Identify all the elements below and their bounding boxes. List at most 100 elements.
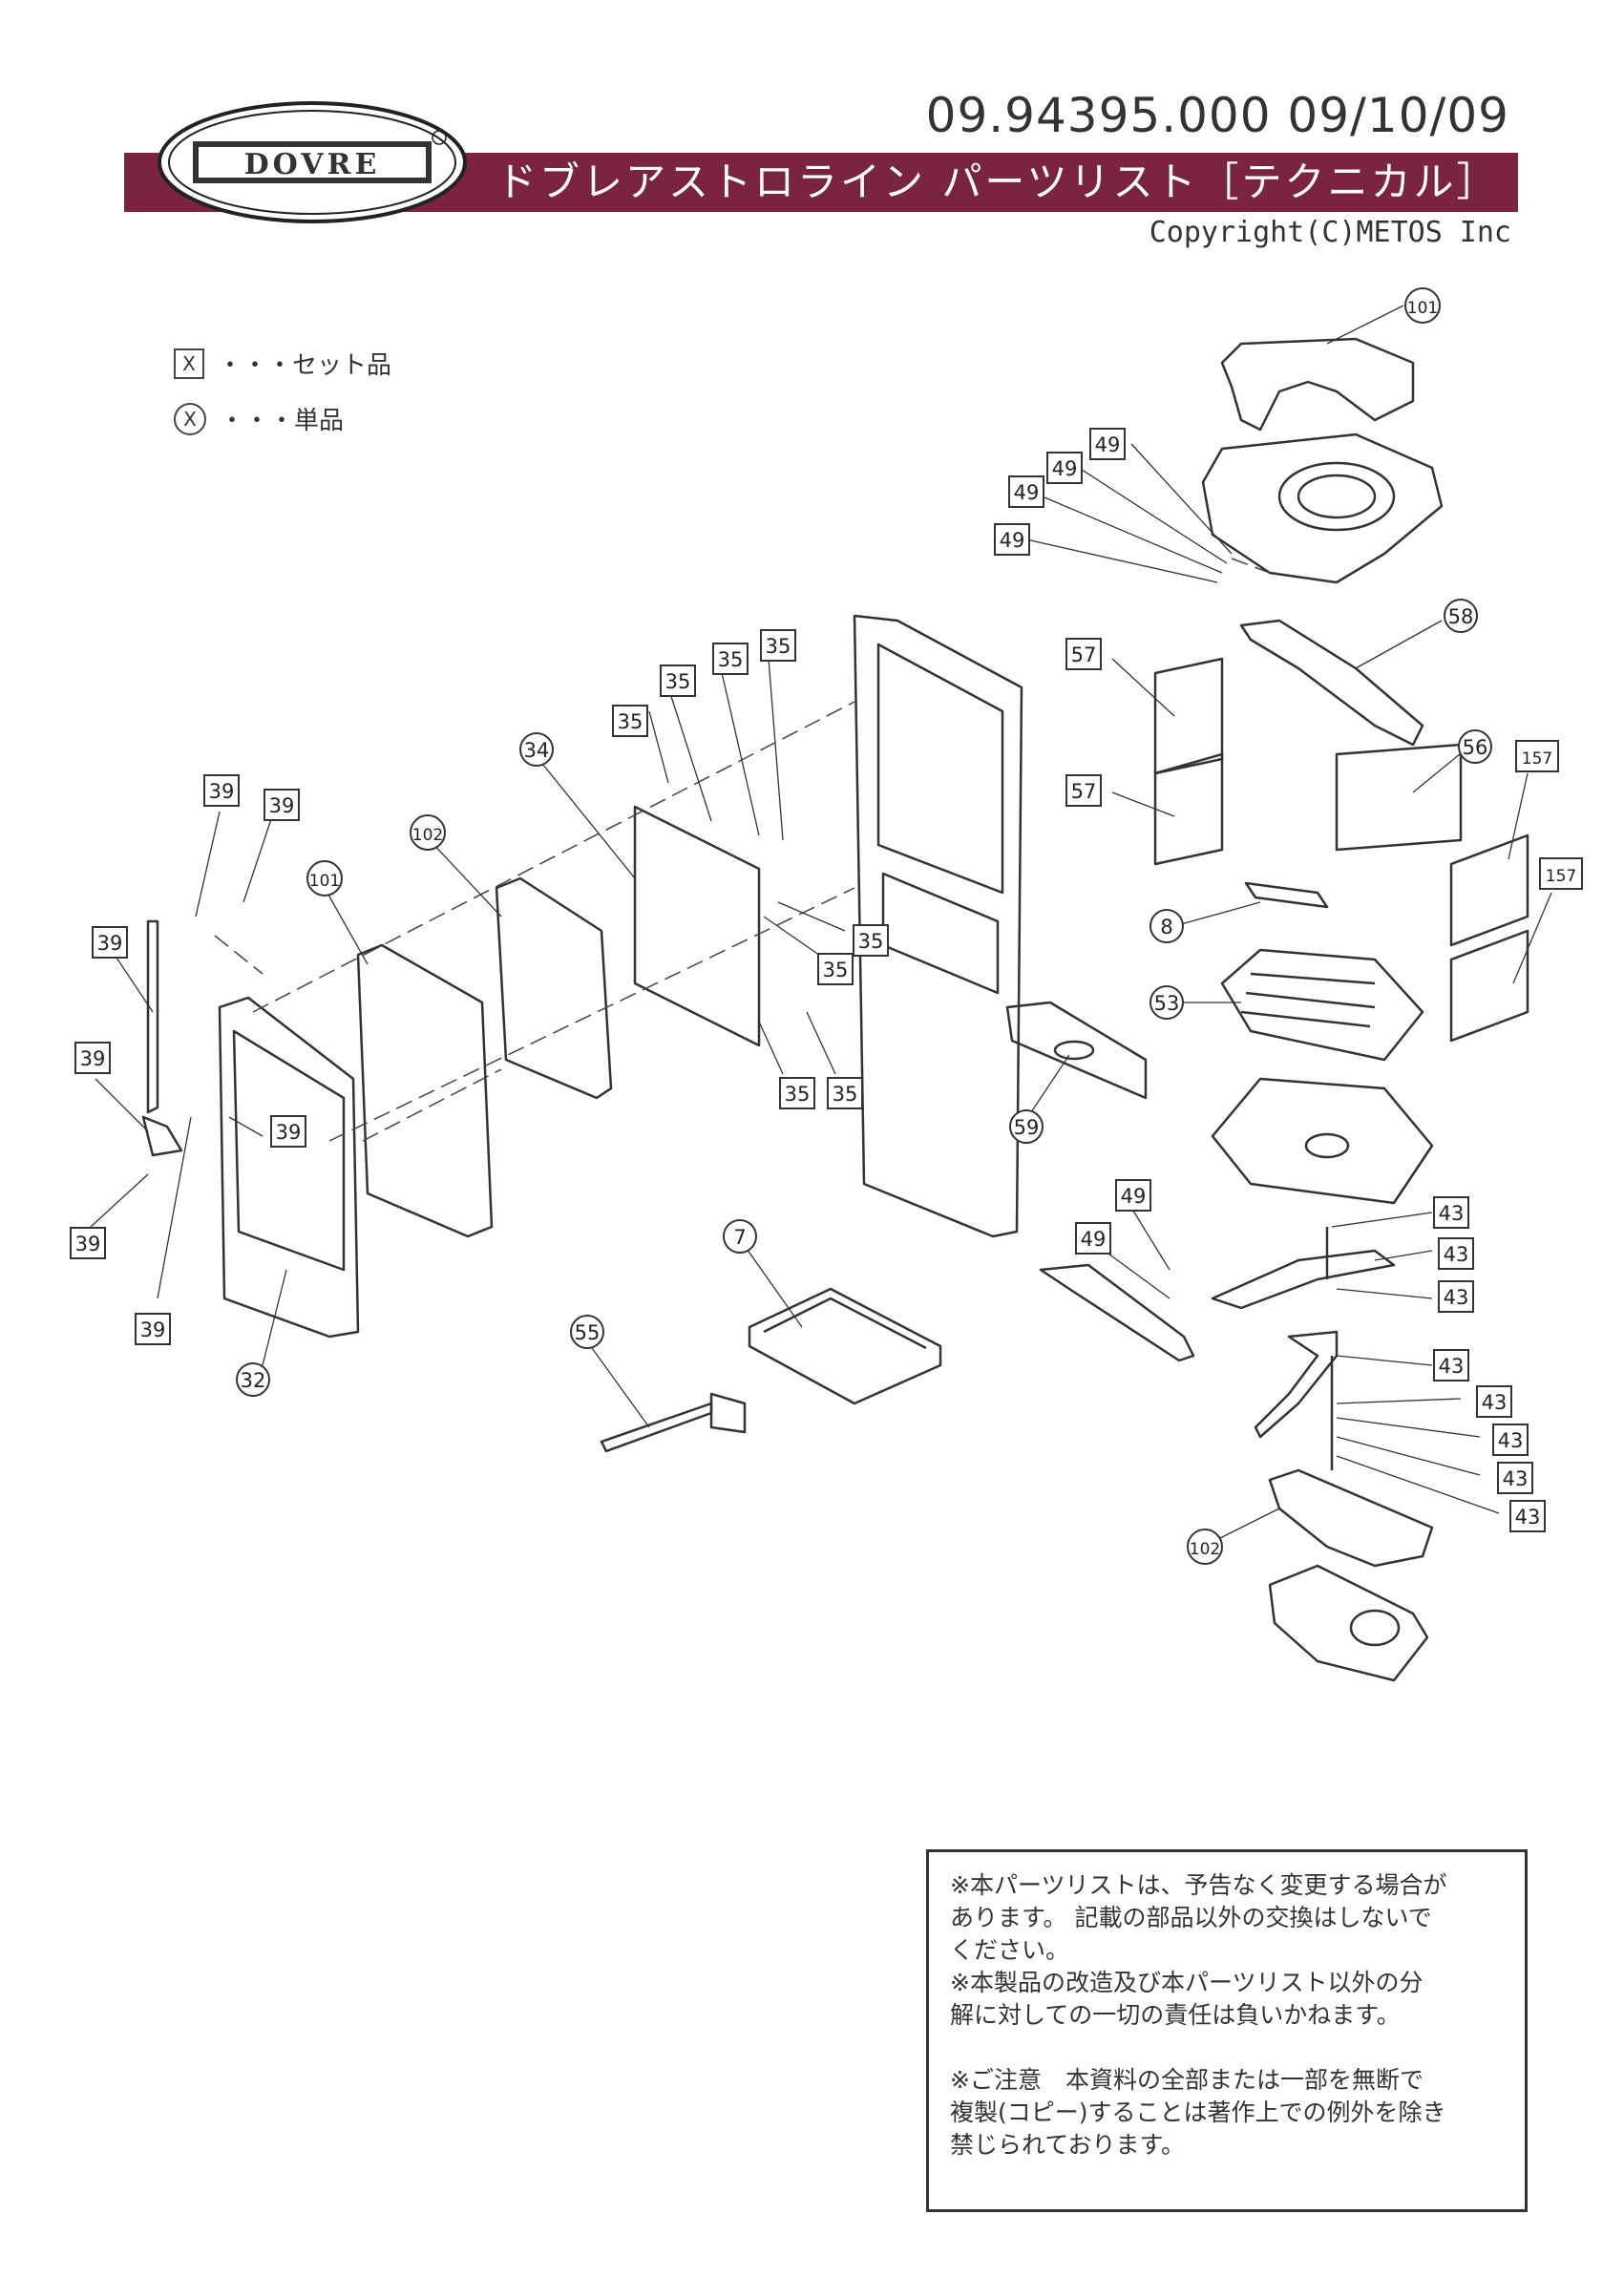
callout-circle bbox=[1187, 1529, 1223, 1565]
callout-box bbox=[70, 1227, 106, 1259]
callout-box bbox=[1115, 1179, 1151, 1212]
legend-single: X ・・・単品 bbox=[174, 401, 344, 436]
callout-43: 43 bbox=[1433, 1196, 1469, 1229]
callout-circle bbox=[1458, 729, 1492, 764]
callout-35: 35 bbox=[827, 1077, 863, 1109]
callout-label: 43 bbox=[1444, 1286, 1469, 1309]
callout-label: 35 bbox=[858, 930, 884, 953]
callout-157: 157 bbox=[1539, 857, 1583, 890]
callout-label: 57 bbox=[1071, 780, 1097, 803]
notice-line: あります。 記載の部品以外の交換はしないで bbox=[950, 1904, 1432, 1931]
top-gasket-101 bbox=[1220, 337, 1415, 432]
callout-label: 35 bbox=[665, 670, 691, 693]
callout-box bbox=[264, 789, 300, 821]
gasket-102 bbox=[495, 876, 613, 1100]
callout-49: 49 bbox=[1008, 475, 1044, 508]
brick-157-lower bbox=[1449, 929, 1529, 1043]
single-label: ・・・単品 bbox=[220, 407, 345, 435]
callout-57: 57 bbox=[1065, 638, 1102, 670]
callout-box bbox=[1515, 740, 1559, 772]
callout-55: 55 bbox=[570, 1315, 604, 1349]
callout-43: 43 bbox=[1509, 1500, 1546, 1532]
callout-label: 56 bbox=[1463, 736, 1488, 759]
gasket-101 bbox=[356, 943, 494, 1238]
notice-line: 禁じられております。 bbox=[950, 2131, 1186, 2159]
callout-circle bbox=[1149, 909, 1184, 943]
callout-102: 102 bbox=[410, 814, 446, 851]
callout-101: 101 bbox=[306, 860, 343, 896]
callout-label: 35 bbox=[833, 1083, 858, 1106]
callout-35: 35 bbox=[853, 924, 889, 957]
callout-box bbox=[1065, 638, 1102, 670]
callout-label: 53 bbox=[1154, 992, 1180, 1015]
callout-label: 39 bbox=[97, 932, 123, 955]
copyright-text: Copyright(C)METOS Inc bbox=[1149, 216, 1511, 249]
dovre-logo-icon: DOVRE bbox=[158, 101, 467, 223]
callout-label: 49 bbox=[1000, 529, 1025, 552]
callout-35: 35 bbox=[612, 705, 648, 737]
single-symbol: X bbox=[174, 402, 206, 435]
callout-35: 35 bbox=[779, 1077, 815, 1109]
callout-57: 57 bbox=[1065, 774, 1102, 807]
grate-53 bbox=[1220, 948, 1424, 1062]
callout-box bbox=[1476, 1385, 1512, 1418]
callout-label: 43 bbox=[1444, 1243, 1469, 1266]
callout-box bbox=[270, 1115, 306, 1148]
callout-43: 43 bbox=[1438, 1280, 1474, 1313]
callout-box bbox=[660, 664, 696, 697]
door-handle-39 bbox=[146, 919, 159, 1114]
callout-box bbox=[1539, 857, 1583, 890]
callout-35: 35 bbox=[817, 953, 854, 985]
callout-box bbox=[817, 953, 854, 985]
callout-43: 43 bbox=[1492, 1424, 1529, 1456]
callout-box bbox=[1438, 1237, 1474, 1270]
callout-label: 102 bbox=[1190, 1540, 1220, 1559]
callout-label: 43 bbox=[1482, 1391, 1508, 1414]
callout-label: 35 bbox=[823, 959, 849, 981]
callout-49: 49 bbox=[994, 523, 1030, 556]
callout-box bbox=[1065, 774, 1102, 807]
callout-box bbox=[853, 924, 889, 957]
callout-label: 43 bbox=[1439, 1202, 1465, 1225]
brick-157-upper bbox=[1449, 833, 1529, 947]
callout-label: 49 bbox=[1014, 481, 1040, 504]
back-brick-56 bbox=[1335, 743, 1463, 852]
callout-32: 32 bbox=[236, 1362, 270, 1397]
brick-57-lower bbox=[1153, 752, 1224, 866]
callout-label: 35 bbox=[766, 635, 791, 658]
door-32 bbox=[218, 996, 360, 1339]
callout-43: 43 bbox=[1476, 1385, 1512, 1418]
callout-53: 53 bbox=[1149, 985, 1184, 1020]
notice-line: 解に対しての一切の責任は負いかねます。 bbox=[950, 2001, 1401, 2029]
callout-label: 39 bbox=[276, 1121, 302, 1144]
callout-label: 157 bbox=[1522, 749, 1552, 769]
callout-box bbox=[74, 1042, 111, 1074]
callout-circle bbox=[1149, 985, 1184, 1020]
tool-55 bbox=[600, 1402, 713, 1453]
callout-box bbox=[1008, 475, 1044, 508]
callout-label: 43 bbox=[1498, 1429, 1524, 1452]
base-plate bbox=[1268, 1564, 1429, 1682]
callout-49: 49 bbox=[1075, 1222, 1111, 1255]
callout-label: 8 bbox=[1160, 916, 1172, 939]
callout-box bbox=[712, 643, 749, 675]
callout-label: 101 bbox=[1407, 299, 1438, 318]
callout-circle bbox=[1444, 599, 1478, 633]
callout-box bbox=[1046, 452, 1083, 484]
notice-line: ※本パーツリストは、予告なく変更する場合が bbox=[950, 1871, 1447, 1899]
callout-59: 59 bbox=[1009, 1109, 1044, 1144]
callout-box bbox=[92, 926, 128, 959]
callout-circle bbox=[306, 860, 343, 896]
hinge-49 bbox=[1039, 1263, 1195, 1362]
callout-box bbox=[203, 774, 240, 807]
shaker-lever-43 bbox=[1254, 1330, 1339, 1439]
callout-157: 157 bbox=[1515, 740, 1559, 772]
callout-circle bbox=[236, 1362, 270, 1397]
callout-box bbox=[1509, 1500, 1546, 1532]
callout-102: 102 bbox=[1187, 1529, 1223, 1565]
callout-label: 49 bbox=[1081, 1228, 1107, 1251]
callout-circle bbox=[410, 814, 446, 851]
callout-circle bbox=[570, 1315, 604, 1349]
